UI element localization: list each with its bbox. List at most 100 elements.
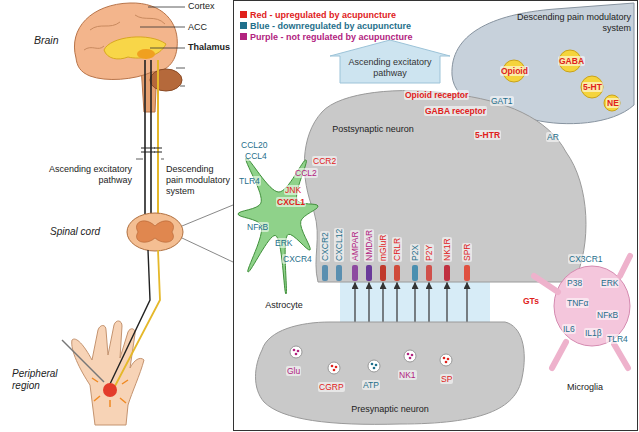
node-label: Astrocyte — [240, 300, 328, 311]
transmitter-dot — [375, 364, 378, 367]
vesicle — [440, 354, 452, 366]
synaptic-cleft — [340, 282, 490, 322]
receptor-symbol — [444, 265, 450, 281]
receptor-symbol — [426, 265, 432, 281]
legend-text: Blue - downregulated by acupuncture — [250, 21, 411, 31]
receptor-label: CXCR2 — [320, 231, 330, 262]
pathway-line-yellow — [157, 60, 159, 214]
signal-arrow — [428, 282, 429, 322]
transmitter-dot — [295, 353, 298, 356]
legend-text: Red - upregulated by acupuncture — [250, 10, 396, 20]
molecule-label: NFκB — [246, 222, 269, 232]
molecule-label: CXCR4 — [282, 254, 313, 264]
transmitter-dot — [335, 366, 338, 369]
transmitter-dot — [409, 357, 412, 360]
pathway-arrow-shape — [330, 40, 450, 83]
molecule-label: Opioid — [500, 66, 529, 76]
transmitter-dot — [411, 354, 414, 357]
molecule-label: TLR4 — [238, 176, 261, 186]
molecule-label: ATP — [362, 380, 380, 390]
region-label: Thalamus — [188, 42, 230, 53]
leader-lines — [140, 7, 185, 86]
receptor-symbol — [394, 265, 400, 281]
region-label: Cortex — [188, 1, 215, 12]
molecule-label: NFκB — [596, 310, 619, 320]
postsynaptic-neuron-shape — [304, 91, 586, 282]
molecule-label: ERK — [600, 278, 619, 288]
molecule-label: CCR2 — [312, 156, 337, 166]
region-label: Spinal cord — [50, 226, 100, 238]
region-label: Brain — [34, 34, 59, 46]
legend-row: Blue - downregulated by acupuncture — [240, 15, 411, 33]
molecule-label: Glu — [286, 366, 301, 376]
legend-row: Red - upregulated by acupuncture — [240, 4, 396, 22]
signal-arrow — [396, 282, 397, 322]
node-label: Microglia — [540, 382, 630, 393]
stimulus-rays — [92, 378, 128, 407]
transmitter-dot — [331, 365, 334, 368]
legend-swatch — [240, 22, 247, 29]
receptor-symbol — [380, 265, 386, 281]
pathway-arrow: Ascending excitatory pathway — [330, 40, 450, 84]
astrocyte-cell-shape — [238, 158, 318, 294]
molecule-label: JNK — [284, 185, 302, 195]
vesicle — [328, 362, 340, 374]
receptor-label: AMPAR — [350, 230, 360, 262]
node-label: Descending pain modulatory system — [515, 12, 631, 34]
region-label: ACC — [188, 22, 207, 33]
molecule-label: GABA receptor — [424, 106, 487, 116]
molecule-label: TLR4 — [606, 334, 629, 344]
molecule-label: GTs — [522, 296, 540, 306]
molecule-label: GABA — [558, 56, 585, 66]
receptor-symbol — [412, 265, 418, 281]
microglia-processes — [534, 256, 630, 368]
receptor-symbol — [464, 265, 470, 281]
region-label: Descending pain modulatory system — [166, 164, 232, 197]
vesicle — [290, 346, 302, 358]
signal-arrow — [368, 282, 369, 322]
receptor-label: CRLR — [392, 237, 402, 262]
signal-arrow — [354, 282, 355, 322]
molecule-label: Opioid receptor — [404, 90, 469, 100]
receptor-label: mGluR — [378, 234, 388, 262]
molecule-label: GAT1 — [490, 96, 514, 106]
acupoint — [103, 383, 117, 397]
molecule-label: CX3CR1 — [568, 254, 604, 264]
legend-text: Purple - not regulated by acupuncture — [250, 32, 413, 42]
acupuncture-needle — [62, 340, 104, 382]
signal-arrow — [446, 282, 447, 322]
molecule-label: 5-HT — [582, 82, 603, 92]
molecule-label: 5-HTR — [474, 130, 501, 140]
vesicle — [404, 350, 416, 362]
signal-arrow — [414, 282, 415, 322]
transmitter-dot — [407, 353, 410, 356]
legend-swatch — [240, 33, 247, 40]
receptor-label: NMDAR — [364, 229, 374, 262]
receptor-label: P2X — [410, 244, 420, 262]
receptor-symbol — [336, 265, 342, 281]
pathway-ticks — [136, 159, 164, 160]
legend-swatch — [240, 11, 247, 18]
molecule-label: NK1 — [398, 370, 417, 380]
signal-arrow — [382, 282, 383, 322]
transmitter-dot — [447, 358, 450, 361]
transmitter-dot — [445, 361, 448, 364]
grey-matter — [136, 221, 173, 242]
molecule-label: CXCL1 — [276, 197, 306, 207]
microglia-cell-outline — [520, 248, 636, 398]
vesicle — [368, 360, 380, 372]
molecule-label: ERK — [274, 238, 293, 248]
transmitter-dot — [371, 363, 374, 366]
microglia-cell-shape — [554, 266, 630, 346]
peripheral-nerve-yellow — [115, 250, 160, 386]
signal-arrow — [466, 282, 467, 322]
receptor-label: NK1R — [442, 237, 452, 262]
molecule-label: IL1β — [584, 328, 603, 338]
pathway-bars — [141, 148, 162, 152]
molecule-label: CCL4 — [244, 151, 268, 161]
vesicle — [604, 95, 620, 111]
receptor-symbol — [366, 265, 372, 281]
cerebrum — [74, 3, 177, 80]
molecule-label: NE — [606, 98, 620, 108]
molecule-label: AR — [546, 132, 560, 142]
